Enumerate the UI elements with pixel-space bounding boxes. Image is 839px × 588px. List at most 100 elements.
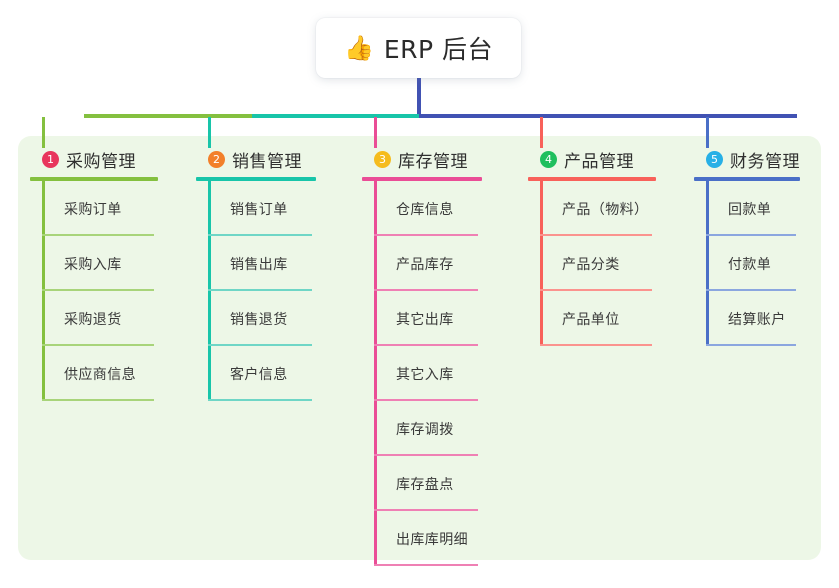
branch-item-label: 其它入库 (396, 366, 454, 383)
branch-number-badge: 1 (42, 150, 59, 168)
branch-header-3[interactable]: 3 库存管理 (362, 146, 504, 172)
branch-item[interactable]: 产品分类 (540, 236, 678, 291)
branch-title: 财务管理 (730, 151, 800, 172)
branch-item-label: 销售订单 (230, 201, 288, 218)
branch-item-rule (706, 344, 796, 346)
branch-item-label: 产品分类 (562, 256, 620, 273)
branch-spine (706, 181, 709, 346)
branch-item[interactable]: 销售订单 (208, 181, 338, 236)
branch-item[interactable]: 销售出库 (208, 236, 338, 291)
branch-item[interactable]: 客户信息 (208, 346, 338, 401)
branch-item-rule (208, 344, 312, 346)
branch-item[interactable]: 采购订单 (42, 181, 180, 236)
root-node-title: ERP 后台 (383, 35, 494, 64)
branch-underline (30, 177, 158, 181)
branch-column-3: 3 库存管理仓库信息产品库存其它出库其它入库库存调拨库存盘点出库库明细 (362, 146, 504, 566)
drop-connector-5 (706, 117, 709, 148)
branch-item-label: 产品单位 (562, 311, 620, 328)
branch-title: 销售管理 (232, 151, 302, 172)
branch-number-badge: 2 (208, 150, 225, 168)
branch-item-label: 采购退货 (64, 311, 122, 328)
bus-green-segment (84, 114, 252, 118)
drop-connector-4 (540, 117, 543, 148)
branch-item[interactable]: 仓库信息 (374, 181, 504, 236)
branch-spine (208, 181, 211, 401)
branch-header-5[interactable]: 5 财务管理 (694, 146, 822, 172)
branch-item[interactable]: 结算账户 (706, 291, 822, 346)
root-node-card[interactable]: 👍 ERP 后台 (316, 18, 521, 78)
branch-underline (362, 177, 482, 181)
branch-spine (374, 181, 377, 566)
branch-title: 产品管理 (564, 151, 634, 172)
branch-item[interactable]: 其它入库 (374, 346, 504, 401)
branch-spine (540, 181, 543, 346)
branch-item-rule (374, 454, 478, 456)
branch-item-rule (208, 289, 312, 291)
branch-item-label: 客户信息 (230, 366, 288, 383)
branch-item-label: 产品库存 (396, 256, 454, 273)
drop-connector-3 (374, 117, 377, 148)
branch-item-rule (540, 344, 652, 346)
branch-item-rule (208, 234, 312, 236)
branch-item-label: 销售退货 (230, 311, 288, 328)
branch-item[interactable]: 其它出库 (374, 291, 504, 346)
branch-item[interactable]: 产品（物料） (540, 181, 678, 236)
branch-item-label: 产品（物料） (562, 201, 649, 218)
branch-item-label: 库存盘点 (396, 476, 454, 493)
branch-item[interactable]: 库存调拨 (374, 401, 504, 456)
branch-item-label: 回款单 (728, 201, 772, 218)
branch-header-2[interactable]: 2 销售管理 (196, 146, 338, 172)
branch-item[interactable]: 供应商信息 (42, 346, 180, 401)
branch-spine (42, 181, 45, 401)
branch-item-label: 库存调拨 (396, 421, 454, 438)
branch-item-label: 采购订单 (64, 201, 122, 218)
branch-item-list-3: 仓库信息产品库存其它出库其它入库库存调拨库存盘点出库库明细 (374, 181, 504, 566)
root-stem-connector (417, 78, 421, 117)
branch-item-rule (374, 344, 478, 346)
branch-item-rule (374, 234, 478, 236)
drop-connector-1 (42, 117, 45, 148)
branch-underline (528, 177, 656, 181)
branch-column-2: 2 销售管理销售订单销售出库销售退货客户信息 (196, 146, 338, 401)
drop-connector-2 (208, 117, 211, 148)
branch-item[interactable]: 产品单位 (540, 291, 678, 346)
branch-item-rule (540, 289, 652, 291)
branch-item[interactable]: 采购退货 (42, 291, 180, 346)
branch-item-list-4: 产品（物料） 产品分类产品单位 (540, 181, 678, 346)
branch-item-label: 结算账户 (728, 311, 786, 328)
branch-item[interactable]: 产品库存 (374, 236, 504, 291)
branch-item-label: 仓库信息 (396, 201, 454, 218)
branch-underline (694, 177, 800, 181)
branch-item-rule (374, 399, 478, 401)
branch-column-4: 4 产品管理产品（物料） 产品分类产品单位 (528, 146, 678, 346)
branch-title: 库存管理 (398, 151, 468, 172)
branch-item-rule (374, 289, 478, 291)
branch-item[interactable]: 库存盘点 (374, 456, 504, 511)
branch-item-list-2: 销售订单销售出库销售退货客户信息 (208, 181, 338, 401)
branch-item[interactable]: 付款单 (706, 236, 822, 291)
branch-header-4[interactable]: 4 产品管理 (528, 146, 678, 172)
branch-item-rule (42, 399, 154, 401)
branch-item-list-1: 采购订单采购入库采购退货供应商信息 (42, 181, 180, 401)
branch-item[interactable]: 回款单 (706, 181, 822, 236)
branch-number-badge: 5 (706, 150, 723, 168)
branch-item-rule (706, 234, 796, 236)
branch-item[interactable]: 出库库明细 (374, 511, 504, 566)
branch-item-rule (374, 509, 478, 511)
diagram-panel (18, 136, 821, 560)
branch-number-badge: 3 (374, 150, 391, 168)
branch-underline (196, 177, 316, 181)
thumbs-up-icon: 👍 (343, 34, 374, 62)
branch-number-badge: 4 (540, 150, 557, 168)
branch-column-5: 5 财务管理回款单付款单结算账户 (694, 146, 822, 346)
branch-item[interactable]: 销售退货 (208, 291, 338, 346)
branch-item-label: 其它出库 (396, 311, 454, 328)
branch-item-label: 供应商信息 (64, 366, 136, 383)
branch-item[interactable]: 采购入库 (42, 236, 180, 291)
branch-item-rule (540, 234, 652, 236)
branch-item-rule (42, 344, 154, 346)
branch-item-list-5: 回款单付款单结算账户 (706, 181, 822, 346)
